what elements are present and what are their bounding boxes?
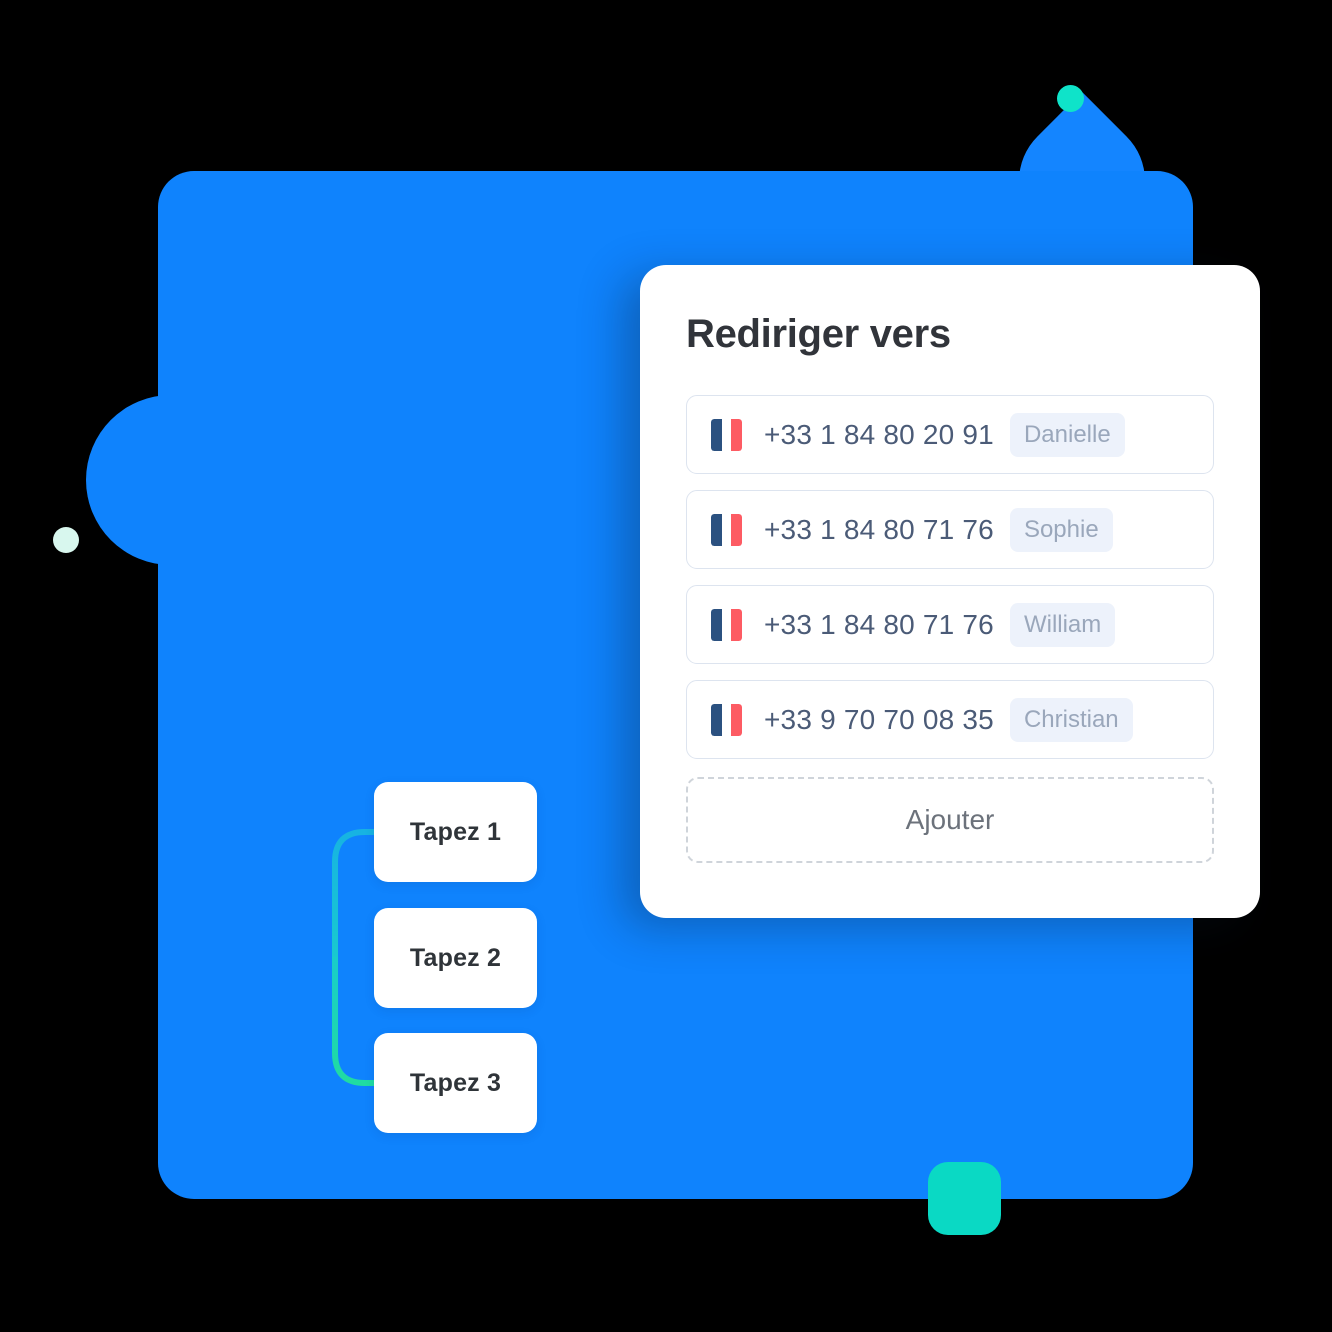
fr-flag-icon (711, 418, 742, 451)
card-title: Rediriger vers (686, 312, 951, 356)
flow-node-label: Tapez 3 (409, 1068, 502, 1097)
fr-flag-icon (711, 608, 742, 641)
flow-node-label: Tapez 2 (409, 943, 502, 972)
teal-square-decoration (928, 1162, 1001, 1235)
flow-node-tapez-1[interactable]: Tapez 1 (374, 782, 537, 882)
phone-number: +33 1 84 80 71 76 (764, 608, 994, 640)
contact-name-badge: Danielle (1009, 412, 1125, 457)
redirect-row[interactable]: +33 1 84 80 71 76 Sophie (686, 490, 1214, 569)
phone-number: +33 1 84 80 71 76 (764, 513, 994, 545)
redirect-number-list: +33 1 84 80 20 91 Danielle +33 1 84 80 7… (686, 395, 1214, 759)
add-number-button[interactable]: Ajouter (686, 777, 1214, 863)
contact-name-badge: William (1009, 602, 1116, 647)
redirect-card: Rediriger vers +33 1 84 80 20 91 Daniell… (640, 265, 1260, 918)
phone-number: +33 9 70 70 08 35 (764, 703, 994, 735)
redirect-row[interactable]: +33 1 84 80 71 76 William (686, 585, 1214, 664)
contact-name-badge: Sophie (1009, 507, 1113, 552)
mint-dot-decoration (53, 527, 79, 553)
flow-node-label: Tapez 1 (409, 817, 502, 846)
redirect-row[interactable]: +33 1 84 80 20 91 Danielle (686, 395, 1214, 474)
phone-number: +33 1 84 80 20 91 (764, 418, 994, 450)
contact-name-badge: Christian (1009, 697, 1133, 742)
fr-flag-icon (711, 513, 742, 546)
flow-node-tapez-2[interactable]: Tapez 2 (374, 908, 537, 1008)
fr-flag-icon (711, 703, 742, 736)
redirect-row[interactable]: +33 9 70 70 08 35 Christian (686, 680, 1214, 759)
flow-node-tapez-3[interactable]: Tapez 3 (374, 1033, 537, 1133)
teal-dot-decoration (1057, 85, 1084, 112)
